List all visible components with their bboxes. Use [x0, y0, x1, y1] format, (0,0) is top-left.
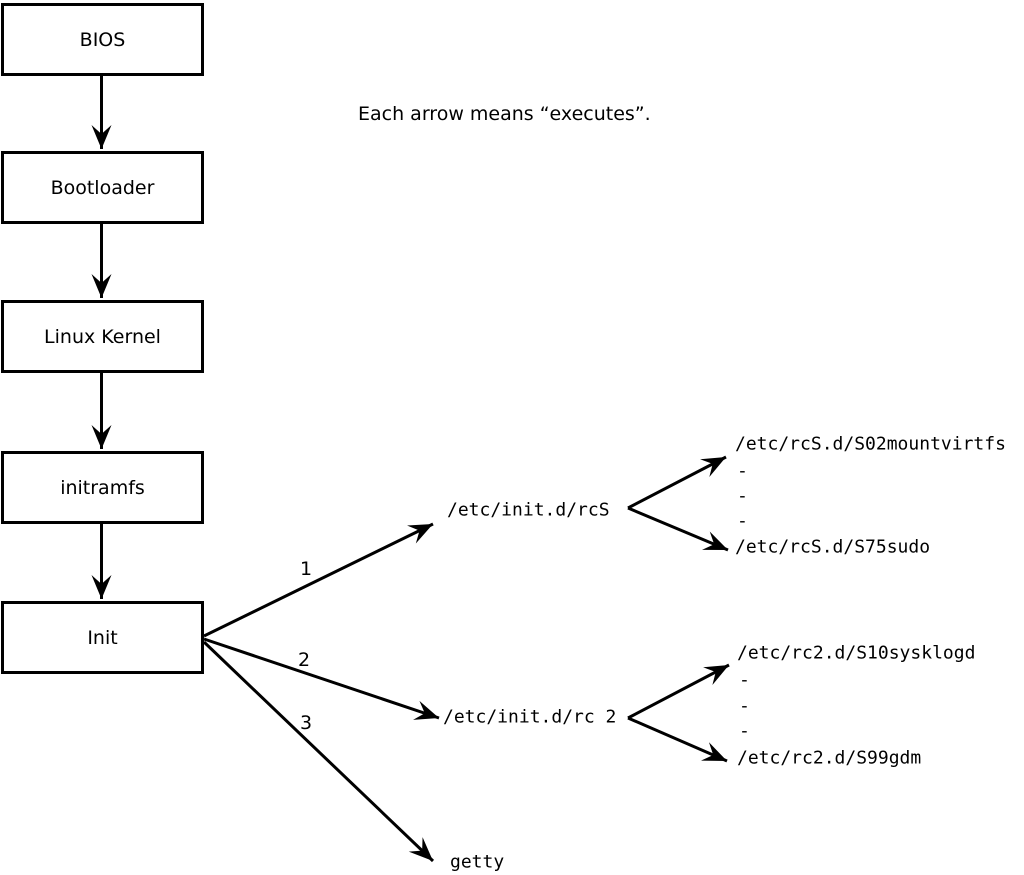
- flow-box-linux-kernel: Linux Kernel: [1, 300, 204, 373]
- branch-label-1: 1: [300, 558, 313, 580]
- rc2-ellipsis-dash: -: [739, 695, 750, 717]
- arrow-rcs-to-s02mountvirtfs: [627, 455, 727, 510]
- flow-box-bootloader: Bootloader: [1, 151, 204, 224]
- branch-label-2: 2: [298, 649, 311, 671]
- note-arrow-meaning: Each arrow means “executes”.: [358, 103, 651, 125]
- rc2-child-s10sysklogd: /etc/rc2.d/S10sysklogd: [737, 642, 976, 664]
- target-init-d-rcs: /etc/init.d/rcS: [447, 499, 610, 521]
- arrow-init-to-getty: [202, 640, 435, 863]
- rcs-child-s75sudo: /etc/rcS.d/S75sudo: [735, 536, 931, 558]
- branch-label-3: 3: [300, 712, 313, 734]
- target-getty: getty: [450, 851, 505, 873]
- rc2-ellipsis-dash: -: [739, 669, 750, 691]
- arrow-rcs-to-s75sudo: [627, 506, 729, 552]
- rc2-ellipsis-dash: -: [739, 720, 750, 742]
- rcs-ellipsis-dash: -: [737, 460, 748, 482]
- arrow-rc2-to-s10sysklogd: [627, 663, 730, 720]
- arrow-init-to-rc2: [203, 637, 440, 720]
- arrow-init-to-rcs: [203, 522, 434, 638]
- flow-box-init: Init: [1, 601, 204, 674]
- flow-box-initramfs: initramfs: [1, 451, 204, 524]
- arrow-rc2-to-s99gdm: [627, 716, 728, 763]
- target-init-d-rc2: /etc/init.d/rc 2: [443, 706, 617, 728]
- rcs-ellipsis-dash: -: [737, 510, 748, 532]
- rcs-child-s02mountvirtfs: /etc/rcS.d/S02mountvirtfs: [735, 433, 1006, 455]
- flow-box-bios: BIOS: [1, 3, 204, 76]
- rc2-child-s99gdm: /etc/rc2.d/S99gdm: [737, 747, 922, 769]
- rcs-ellipsis-dash: -: [737, 485, 748, 507]
